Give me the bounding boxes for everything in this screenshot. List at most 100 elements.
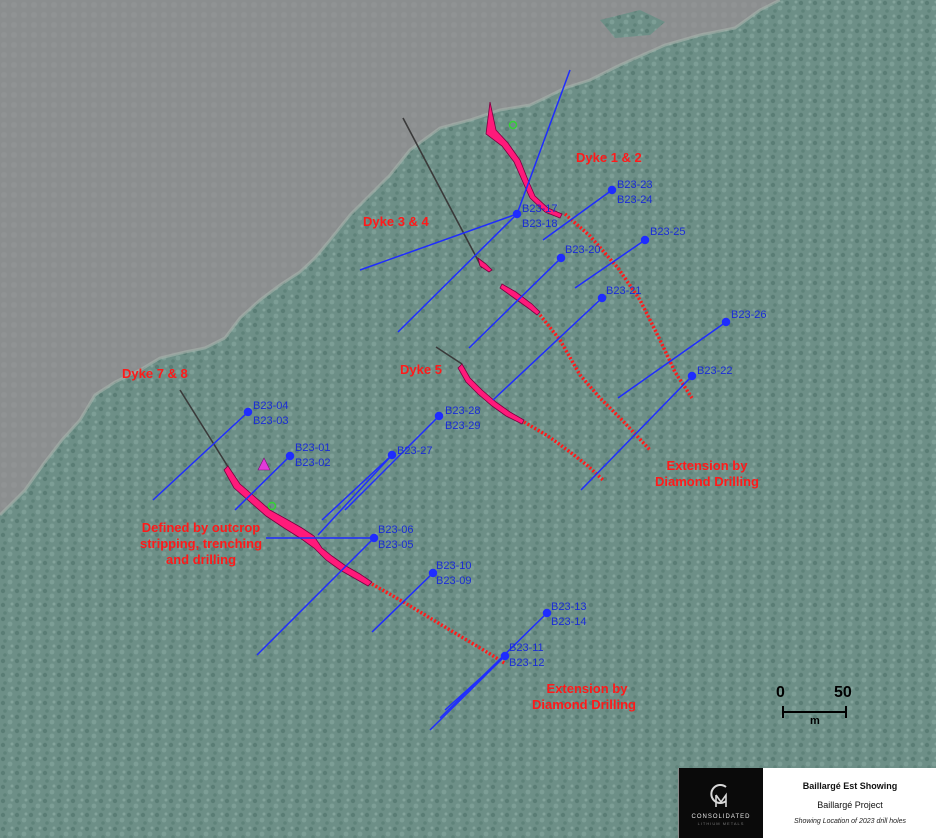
- drill-collar-icon[interactable]: [512, 209, 522, 219]
- logo-panel: CONSOLIDATED LITHIUM METALS: [679, 768, 763, 838]
- extension-label: Diamond Drilling: [655, 474, 759, 489]
- logo-text: CONSOLIDATED: [691, 813, 751, 820]
- dyke-5-label: Dyke 5: [400, 362, 442, 377]
- extension-label: Extension by: [667, 458, 749, 473]
- hole-label: B23-24: [617, 194, 652, 206]
- hole-label: B23-01: [295, 442, 330, 454]
- extension-dyke-3-4: [538, 313, 652, 452]
- extension-dyke-5: [523, 420, 605, 482]
- dyke-1-2-label: Dyke 1 & 2: [576, 150, 642, 165]
- hole-label: B23-03: [253, 415, 288, 427]
- map-caption: Showing Location of 2023 drill holes: [793, 818, 907, 825]
- drill-trace: [344, 415, 440, 511]
- hole-label: B23-09: [436, 575, 471, 587]
- dyke-7-8-outcrop: [223, 465, 373, 587]
- drill-collar-icon[interactable]: [434, 411, 444, 421]
- survey-line: [435, 346, 463, 365]
- triangle-marker-icon[interactable]: [257, 457, 271, 471]
- hole-label: B23-10: [436, 560, 471, 572]
- hole-label: B23-25: [650, 226, 685, 238]
- hole-label: B23-29: [445, 420, 480, 432]
- drill-trace: [492, 297, 603, 401]
- hole-label: B23-14: [551, 616, 586, 628]
- dyke-5-outcrop: [457, 363, 525, 425]
- drill-trace: [256, 537, 375, 656]
- hole-label: B23-11: [509, 642, 544, 654]
- drill-collar-icon[interactable]: [285, 451, 295, 461]
- drill-trace: [317, 454, 393, 536]
- drill-collar-icon[interactable]: [369, 533, 379, 543]
- drill-holes-layer: [152, 69, 731, 731]
- extension-label: Diamond Drilling: [532, 697, 636, 712]
- map-title: Baillargé Est Showing: [802, 781, 898, 791]
- hole-label: B23-12: [509, 657, 544, 669]
- drill-collar-icon[interactable]: [597, 293, 607, 303]
- defined-by-label: and drilling: [166, 552, 236, 567]
- extension-dyke-7-8: [371, 582, 507, 666]
- drill-collar-icon[interactable]: [556, 253, 566, 263]
- drill-collar-icon[interactable]: [387, 450, 397, 460]
- island: [600, 10, 665, 38]
- hole-label: B23-02: [295, 457, 330, 469]
- drill-collar-icon[interactable]: [721, 317, 731, 327]
- survey-line: [179, 389, 231, 471]
- circle-marker-icon[interactable]: [267, 501, 277, 511]
- hole-label: B23-05: [378, 539, 413, 551]
- scale-start-label: 0: [776, 684, 785, 701]
- dyke-7-8-label: Dyke 7 & 8: [122, 366, 188, 381]
- drill-trace: [444, 655, 506, 711]
- dyke-outcrops: [223, 101, 563, 587]
- drill-trace: [617, 321, 727, 399]
- scale-bar: 0 50 m: [776, 684, 852, 727]
- drill-collar-icon[interactable]: [243, 407, 253, 417]
- extension-dyke-1-2: [563, 212, 694, 399]
- hole-label: B23-21: [606, 285, 641, 297]
- hole-label: B23-20: [565, 244, 600, 256]
- hole-label: B23-17: [522, 203, 557, 215]
- defined-by-label: stripping, trenching: [140, 536, 262, 551]
- title-block-text: Baillargé Est Showing Baillargé Project …: [763, 768, 936, 838]
- drill-trace: [321, 454, 393, 521]
- drill-trace: [574, 239, 646, 289]
- drill-trace: [542, 189, 613, 241]
- hole-label: B23-04: [253, 400, 288, 412]
- hole-label: B23-23: [617, 179, 652, 191]
- drill-collar-icon[interactable]: [500, 651, 510, 661]
- consolidated-logo-icon: [710, 783, 727, 807]
- dyke-1-2-outcrop: [485, 101, 563, 219]
- drill-trace: [429, 655, 506, 731]
- drill-collar-icon[interactable]: [687, 371, 697, 381]
- drill-collar-icon[interactable]: [542, 608, 552, 618]
- hole-label: B23-27: [397, 445, 432, 457]
- drill-trace: [397, 213, 518, 333]
- hole-label: B23-22: [697, 365, 732, 377]
- drill-trace: [580, 375, 693, 491]
- dyke-3-4-label: Dyke 3 & 4: [363, 214, 430, 229]
- drill-collar-icon[interactable]: [428, 568, 438, 578]
- drill-collar-icon[interactable]: [640, 235, 650, 245]
- extensions: [371, 212, 694, 666]
- drill-trace: [468, 257, 562, 349]
- hole-label: B23-28: [445, 405, 480, 417]
- drill-trace: [234, 455, 291, 511]
- dyke-3-4-outcrop: [477, 257, 493, 273]
- circle-marker-icon[interactable]: [508, 120, 518, 130]
- extension-label: Extension by: [547, 681, 629, 696]
- hole-label: B23-26: [731, 309, 766, 321]
- hole-label: B23-18: [522, 218, 557, 230]
- hole-label: B23-13: [551, 601, 586, 613]
- scale-end-label: 50: [834, 684, 852, 701]
- hole-label: B23-06: [378, 524, 413, 536]
- drill-trace: [359, 213, 518, 271]
- drill-trace: [516, 69, 571, 215]
- hole-labels: B23-17 B23-18 B23-23 B23-24 B23-25 B23-2…: [253, 179, 766, 669]
- defined-by-label: Defined by outcrop: [142, 520, 261, 535]
- survey-line: [402, 117, 483, 269]
- annotations: Dyke 1 & 2 Dyke 3 & 4 Dyke 5 Dyke 7 & 8 …: [122, 150, 759, 712]
- project-name: Baillargé Project: [817, 800, 883, 810]
- scale-unit-label: m: [810, 715, 820, 727]
- drill-collar-icon[interactable]: [607, 185, 617, 195]
- drill-trace: [152, 411, 249, 501]
